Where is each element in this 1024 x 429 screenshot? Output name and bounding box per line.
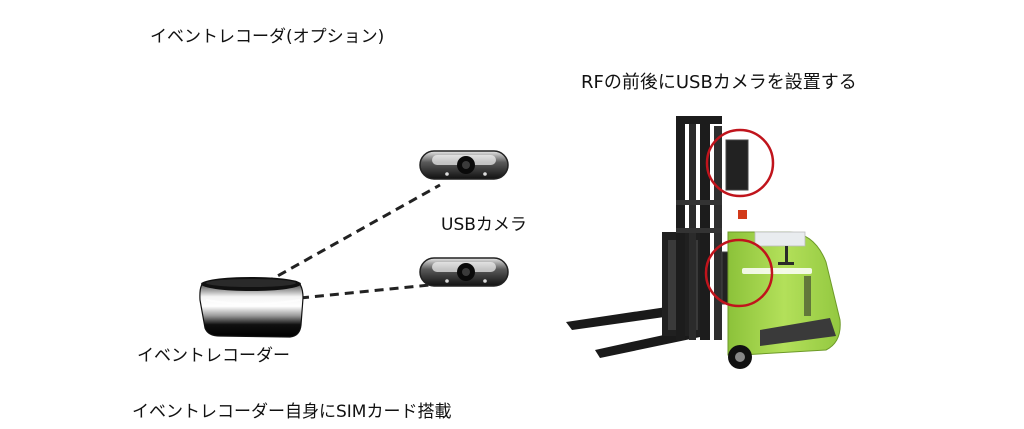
lower-camera-highlight-circle — [704, 238, 774, 308]
upper-camera-highlight-circle — [705, 128, 775, 198]
event-recorder-device — [199, 277, 304, 338]
usb-camera-bottom — [419, 257, 509, 287]
usb-camera-label: USBカメラ — [441, 215, 527, 235]
connection-line-upper — [264, 183, 441, 285]
forklift-image — [566, 116, 841, 369]
connection-line-lower — [299, 282, 441, 300]
event-recorder-label: イベントレコーダー — [137, 346, 290, 366]
diagram-title: イベントレコーダ(オプション) — [150, 27, 385, 47]
usb-camera-top — [419, 150, 509, 180]
rf-caption: RFの前後にUSBカメラを設置する — [581, 72, 857, 93]
sim-caption: イベントレコーダー自身にSIMカード搭載 — [132, 402, 452, 422]
